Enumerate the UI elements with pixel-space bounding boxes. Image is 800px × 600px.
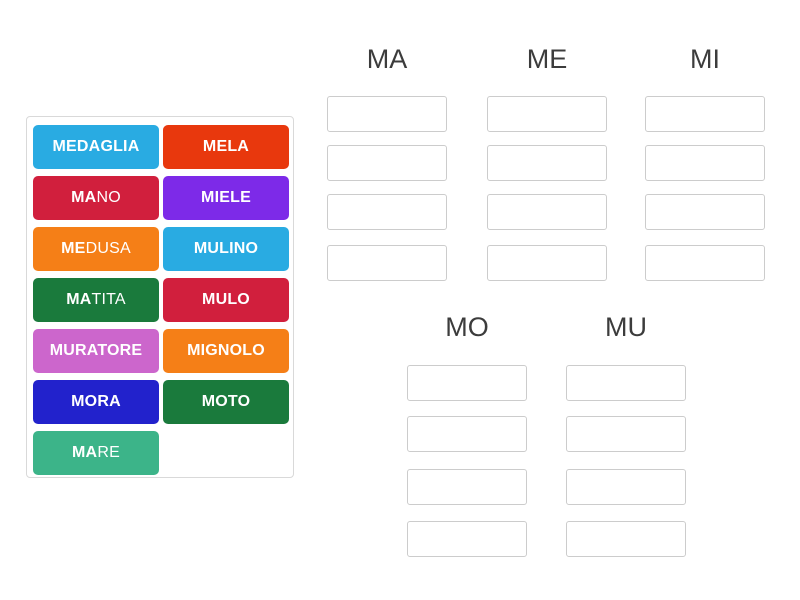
word-tile-prefix: MA <box>72 444 98 461</box>
drop-slot[interactable] <box>566 365 686 401</box>
drop-slot[interactable] <box>566 416 686 452</box>
drop-slot[interactable] <box>327 96 447 132</box>
word-tile[interactable]: MURATORE <box>33 329 159 373</box>
drop-slot[interactable] <box>407 365 527 401</box>
word-tile[interactable]: MIELE <box>163 176 289 220</box>
column-title-mu: MU <box>605 312 647 342</box>
word-tile[interactable]: MORA <box>33 380 159 424</box>
word-tile-prefix: MULO <box>202 291 250 308</box>
drop-slot[interactable] <box>645 245 765 281</box>
word-tile[interactable]: MULINO <box>163 227 289 271</box>
word-tile-prefix: MURATORE <box>49 342 143 359</box>
drop-slot[interactable] <box>487 194 607 230</box>
drop-slot[interactable] <box>327 245 447 281</box>
drop-slot[interactable] <box>487 96 607 132</box>
word-tile-prefix: MA <box>66 291 92 308</box>
drop-slot[interactable] <box>407 521 527 557</box>
word-tile-suffix: NO <box>96 189 121 206</box>
drop-slot[interactable] <box>327 194 447 230</box>
drop-slot[interactable] <box>487 245 607 281</box>
word-tile-prefix: MIELE <box>201 189 251 206</box>
drop-slot[interactable] <box>645 194 765 230</box>
word-tile-suffix: TITA <box>91 291 126 308</box>
word-tile[interactable]: MOTO <box>163 380 289 424</box>
column-title-me: ME <box>526 44 568 74</box>
word-tile-prefix: MA <box>71 189 97 206</box>
word-tile-prefix: MIGNOLO <box>187 342 265 359</box>
drop-slot[interactable] <box>487 145 607 181</box>
word-tile-suffix: DUSA <box>85 240 131 257</box>
drop-slot[interactable] <box>407 469 527 505</box>
column-title-ma: MA <box>366 44 408 74</box>
drop-slot[interactable] <box>645 145 765 181</box>
drop-slot[interactable] <box>566 469 686 505</box>
word-tile-prefix: MORA <box>71 393 121 410</box>
word-tile-prefix: MULINO <box>193 240 259 257</box>
column-title-mo: MO <box>445 312 489 342</box>
drop-slot[interactable] <box>407 416 527 452</box>
word-tile-prefix: ME <box>61 240 86 257</box>
word-tile[interactable]: MULO <box>163 278 289 322</box>
word-tile-prefix: MELA <box>202 138 250 155</box>
word-tile[interactable]: MELA <box>163 125 289 169</box>
word-tile-prefix: MEDAGLIA <box>52 138 140 155</box>
drop-slot[interactable] <box>327 145 447 181</box>
column-title-mi: MI <box>690 44 720 74</box>
word-tile[interactable]: MIGNOLO <box>163 329 289 373</box>
word-tile[interactable]: MEDAGLIA <box>33 125 159 169</box>
word-tile-suffix: RE <box>97 444 120 461</box>
drop-slot[interactable] <box>566 521 686 557</box>
drop-slot[interactable] <box>645 96 765 132</box>
word-tile-prefix: MOTO <box>201 393 251 410</box>
